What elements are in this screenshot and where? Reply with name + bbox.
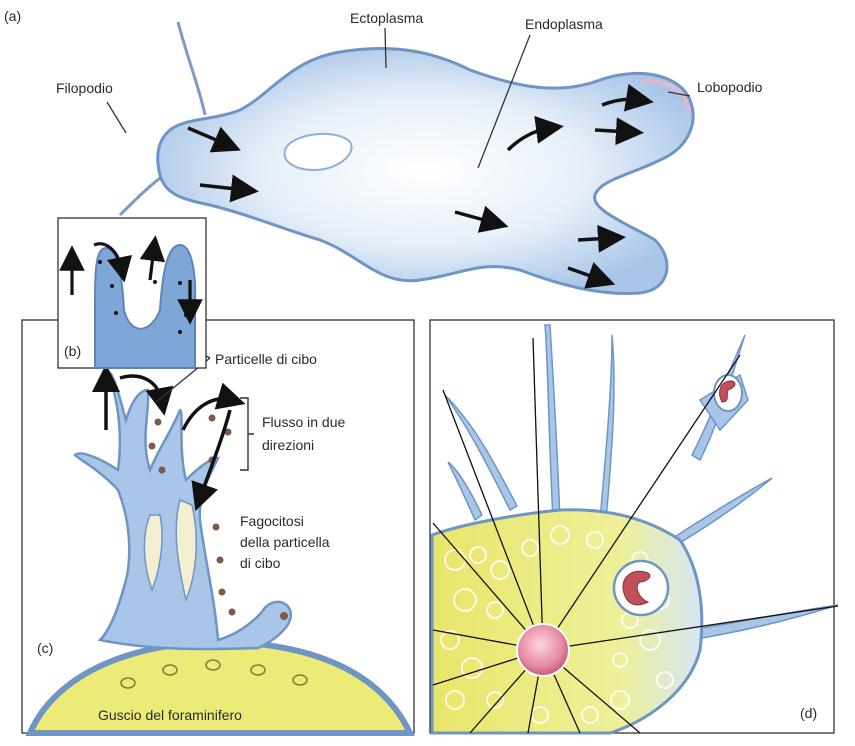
heliozoan-body (430, 508, 704, 735)
label-endoplasma: Endoplasma (525, 16, 603, 32)
flow-arrows-c (92, 364, 246, 512)
panel-label-c: (c) (37, 640, 54, 656)
label-particelle-di-cibo: Particelle di cibo (215, 351, 317, 367)
amoeba-body (156, 46, 695, 295)
label-guscio: Guscio del foraminifero (98, 707, 242, 723)
shell-pores (120, 659, 308, 689)
panel-label-b: (b) (64, 343, 82, 359)
panel-label-d: (d) (800, 705, 818, 721)
amoeba-panel (106, 21, 695, 295)
cytoplasm-flow-arrows (187, 83, 654, 289)
label-fagocitosi-line3: di cibo (240, 555, 281, 571)
label-flusso-line2: direzioni (262, 437, 315, 453)
pseudopod-detail (59, 235, 203, 369)
label-fagocitosi-line1: Fagocitosi (240, 513, 304, 529)
label-fagocitosi-line2: della particella (240, 534, 330, 550)
food-vacuole-large (612, 559, 670, 617)
label-ectoplasma: Ectoplasma (350, 10, 424, 26)
foraminifera-panel (25, 339, 415, 736)
food-vacuole-small (713, 374, 743, 412)
label-flusso-line1: Flusso in due (262, 414, 346, 430)
heliozoan-panel (430, 324, 839, 735)
label-lobopodio: Lobopodio (697, 79, 763, 95)
label-filopodio: Filopodio (56, 80, 113, 96)
cytoplasm-vacuoles (440, 525, 674, 724)
contractile-vacuole (283, 132, 353, 172)
central-granule (516, 623, 570, 677)
flow-bracket (240, 397, 254, 471)
panel-label-a: (a) (4, 8, 22, 24)
filopodium-long (176, 21, 207, 116)
